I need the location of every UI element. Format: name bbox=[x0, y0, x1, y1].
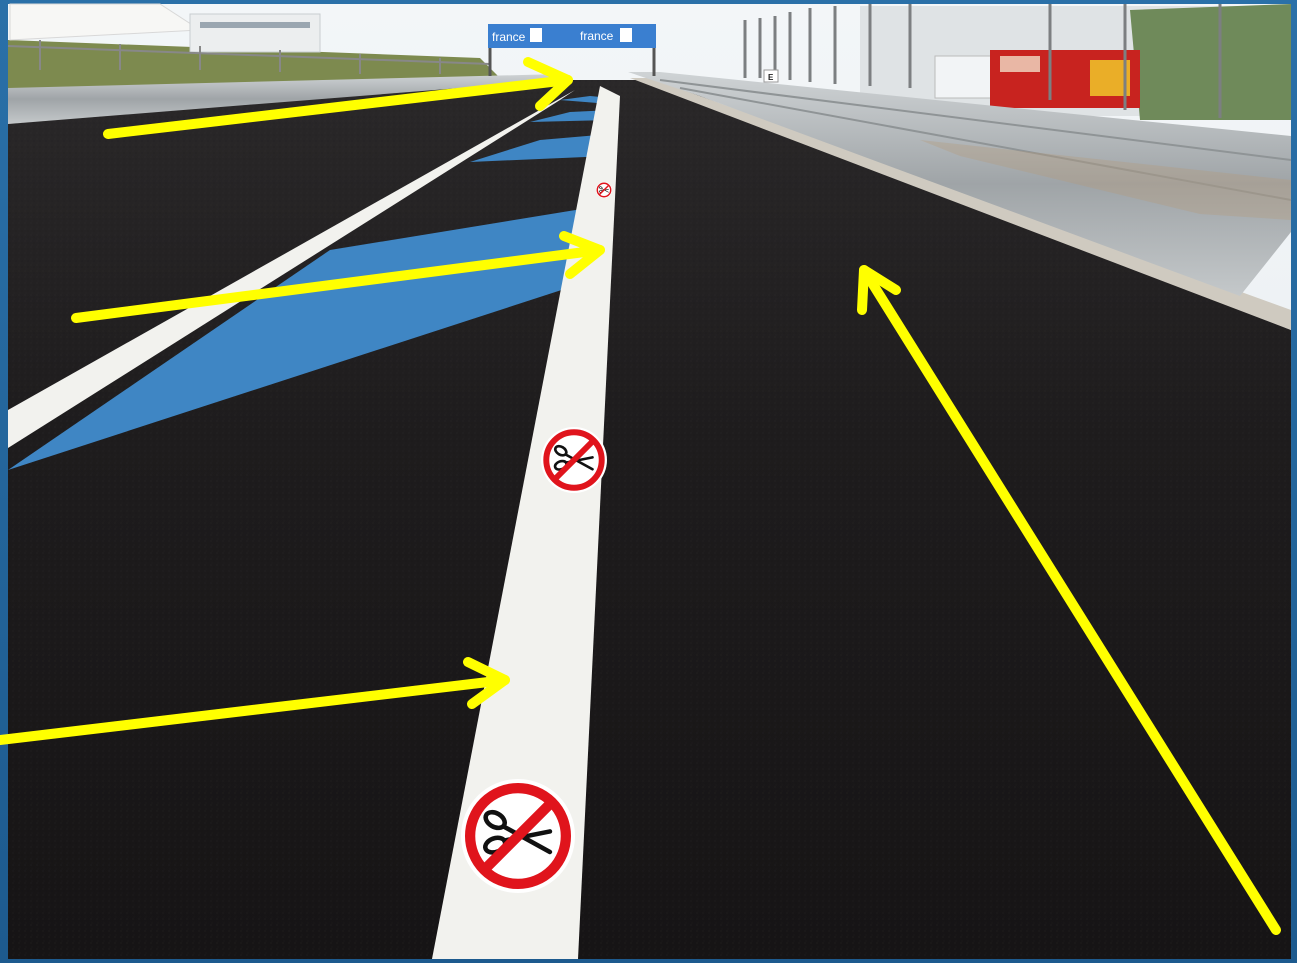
arrow-blue-hatch bbox=[71, 231, 605, 323]
fire-truck-window bbox=[1000, 56, 1040, 72]
building-windows bbox=[200, 22, 310, 28]
marker-sign bbox=[763, 69, 779, 83]
left-guardrail bbox=[8, 74, 560, 124]
arrow-far-pit-exit bbox=[103, 57, 573, 139]
right-fence bbox=[743, 4, 1222, 118]
banner-logo-right bbox=[620, 28, 632, 42]
pit-boundary-line bbox=[8, 90, 575, 448]
banner-logo-left bbox=[530, 28, 542, 42]
arrow-white-line bbox=[0, 657, 510, 745]
marker-sign-letter: E bbox=[768, 73, 774, 82]
no-cutting-sign-medium bbox=[541, 427, 607, 493]
trees-right bbox=[1130, 4, 1291, 120]
right-guardrail-grooves bbox=[659, 79, 1292, 201]
main-white-line bbox=[432, 86, 620, 959]
building-left bbox=[189, 13, 321, 53]
no-cutting-sign-large bbox=[461, 779, 575, 893]
no-cutting-sign-small bbox=[595, 181, 613, 199]
fire-truck-stripe bbox=[1090, 60, 1130, 96]
annotation-arrows bbox=[0, 57, 1281, 935]
banner-text-left: france bbox=[492, 30, 526, 44]
right-guardrail bbox=[628, 72, 1291, 296]
arrow-track-surface bbox=[857, 265, 1281, 935]
left-fence bbox=[7, 40, 491, 74]
guardrail-rust bbox=[920, 140, 1291, 220]
white-van bbox=[934, 55, 996, 99]
overhead-banner: france france bbox=[488, 24, 656, 76]
photo-content: E france france bbox=[7, 3, 1292, 959]
right-edge-line bbox=[630, 78, 1291, 330]
banner-text-right: france bbox=[580, 29, 614, 43]
